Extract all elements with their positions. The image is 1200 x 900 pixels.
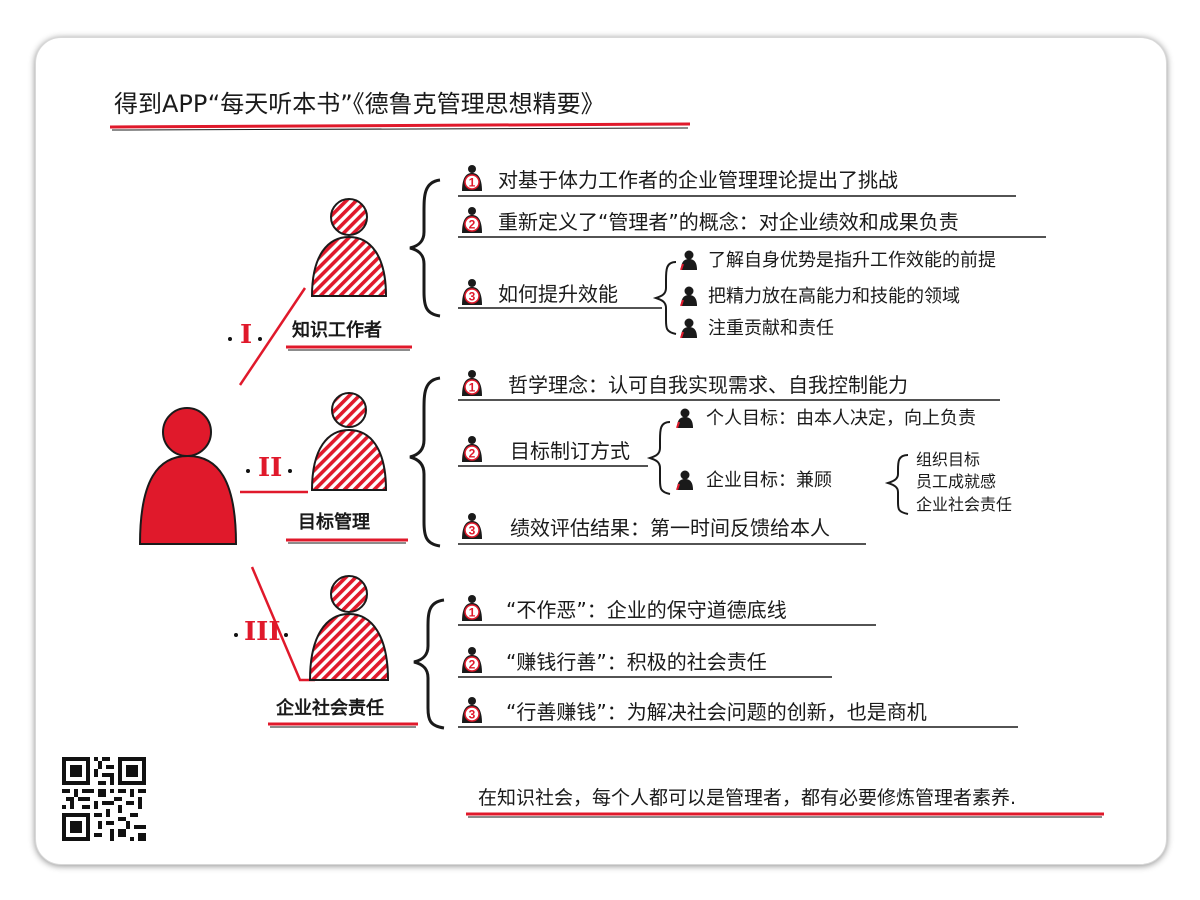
small-person-icon xyxy=(676,470,693,490)
bullet-dot xyxy=(234,633,238,637)
section-numeral-2: II xyxy=(258,453,283,483)
qr-code-icon[interactable] xyxy=(62,757,146,841)
section-numeral-1: I xyxy=(240,320,253,350)
branch-line-1 xyxy=(238,287,307,386)
number-badge-icon: 3 xyxy=(462,513,482,539)
section-label: 企业社会责任 xyxy=(276,698,384,719)
item-text: 重新定义了“管理者”的概念：对企业绩效和成果负责 xyxy=(498,210,959,234)
subitem-text: 企业目标：兼顾 xyxy=(706,470,832,491)
curly-brace-icon xyxy=(884,454,909,515)
item-text: 哲学理念：认可自我实现需求、自我控制能力 xyxy=(508,373,908,397)
footer-text: 在知识社会，每个人都可以是管理者，都有必要修炼管理者素养. xyxy=(478,787,1017,809)
badge-number: 3 xyxy=(469,524,476,538)
subsubitem-text: 员工成就感 xyxy=(916,472,997,491)
curly-brace-icon xyxy=(646,421,671,495)
badge-number: 2 xyxy=(469,447,476,461)
small-person-icon xyxy=(680,250,697,270)
item-text: “赚钱行善”：积极的社会责任 xyxy=(506,650,767,674)
section-label: 知识工作者 xyxy=(292,320,382,341)
badge-number: 1 xyxy=(469,176,476,190)
curly-brace-icon xyxy=(652,261,677,335)
section-numeral-3: III xyxy=(244,617,281,647)
main-person-icon xyxy=(138,407,238,545)
badge-number: 1 xyxy=(469,381,476,395)
item-text: “不作恶”：企业的保守道德底线 xyxy=(506,598,787,622)
item-text: 如何提升效能 xyxy=(498,282,618,306)
small-person-icon xyxy=(676,408,693,428)
number-badge-icon: 2 xyxy=(462,207,482,233)
number-badge-icon: 3 xyxy=(462,697,482,723)
person-icon-knowledge-worker xyxy=(310,198,388,297)
item-text: 目标制订方式 xyxy=(510,439,630,463)
number-badge-icon: 3 xyxy=(462,279,482,305)
number-badge-icon: 1 xyxy=(462,595,482,621)
subsubitem-text: 组织目标 xyxy=(916,450,981,469)
subitem-text: 了解自身优势是指升工作效能的前提 xyxy=(708,250,996,271)
item-text: “行善赚钱”：为解决社会问题的创新，也是商机 xyxy=(506,700,927,724)
title-underline xyxy=(109,122,691,129)
item-text: 绩效评估结果：第一时间反馈给本人 xyxy=(510,516,830,540)
subsubitem-text: 企业社会责任 xyxy=(916,495,1013,514)
number-badge-icon: 1 xyxy=(462,370,482,396)
curly-brace-icon xyxy=(413,598,445,730)
page-title: 得到APP“每天听本书”《德鲁克管理思想精要》 xyxy=(114,90,605,118)
badge-number: 3 xyxy=(469,290,476,304)
badge-number: 2 xyxy=(469,658,476,672)
subitem-text: 注重贡献和责任 xyxy=(708,318,834,339)
subitem-text: 把精力放在高能力和技能的领域 xyxy=(708,286,960,307)
small-person-icon xyxy=(680,318,697,338)
person-icon-csr xyxy=(308,575,390,681)
number-badge-icon: 2 xyxy=(462,436,482,462)
bullet-dot xyxy=(288,469,292,473)
number-badge-icon: 1 xyxy=(462,165,482,191)
bullet-dot xyxy=(246,469,250,473)
badge-number: 2 xyxy=(469,218,476,232)
small-person-icon xyxy=(680,286,697,306)
badge-number: 3 xyxy=(469,708,476,722)
badge-number: 1 xyxy=(469,606,476,620)
number-badge-icon: 2 xyxy=(462,647,482,673)
curly-brace-icon xyxy=(409,178,441,318)
subitem-text: 个人目标：由本人决定，向上负责 xyxy=(706,408,976,429)
curly-brace-icon xyxy=(409,376,441,548)
item-text: 对基于体力工作者的企业管理理论提出了挑战 xyxy=(498,168,898,192)
section-label: 目标管理 xyxy=(298,512,370,533)
person-icon-mbo xyxy=(310,392,388,491)
bullet-dot xyxy=(258,337,262,341)
bullet-dot xyxy=(284,633,288,637)
bullet-dot xyxy=(228,337,232,341)
